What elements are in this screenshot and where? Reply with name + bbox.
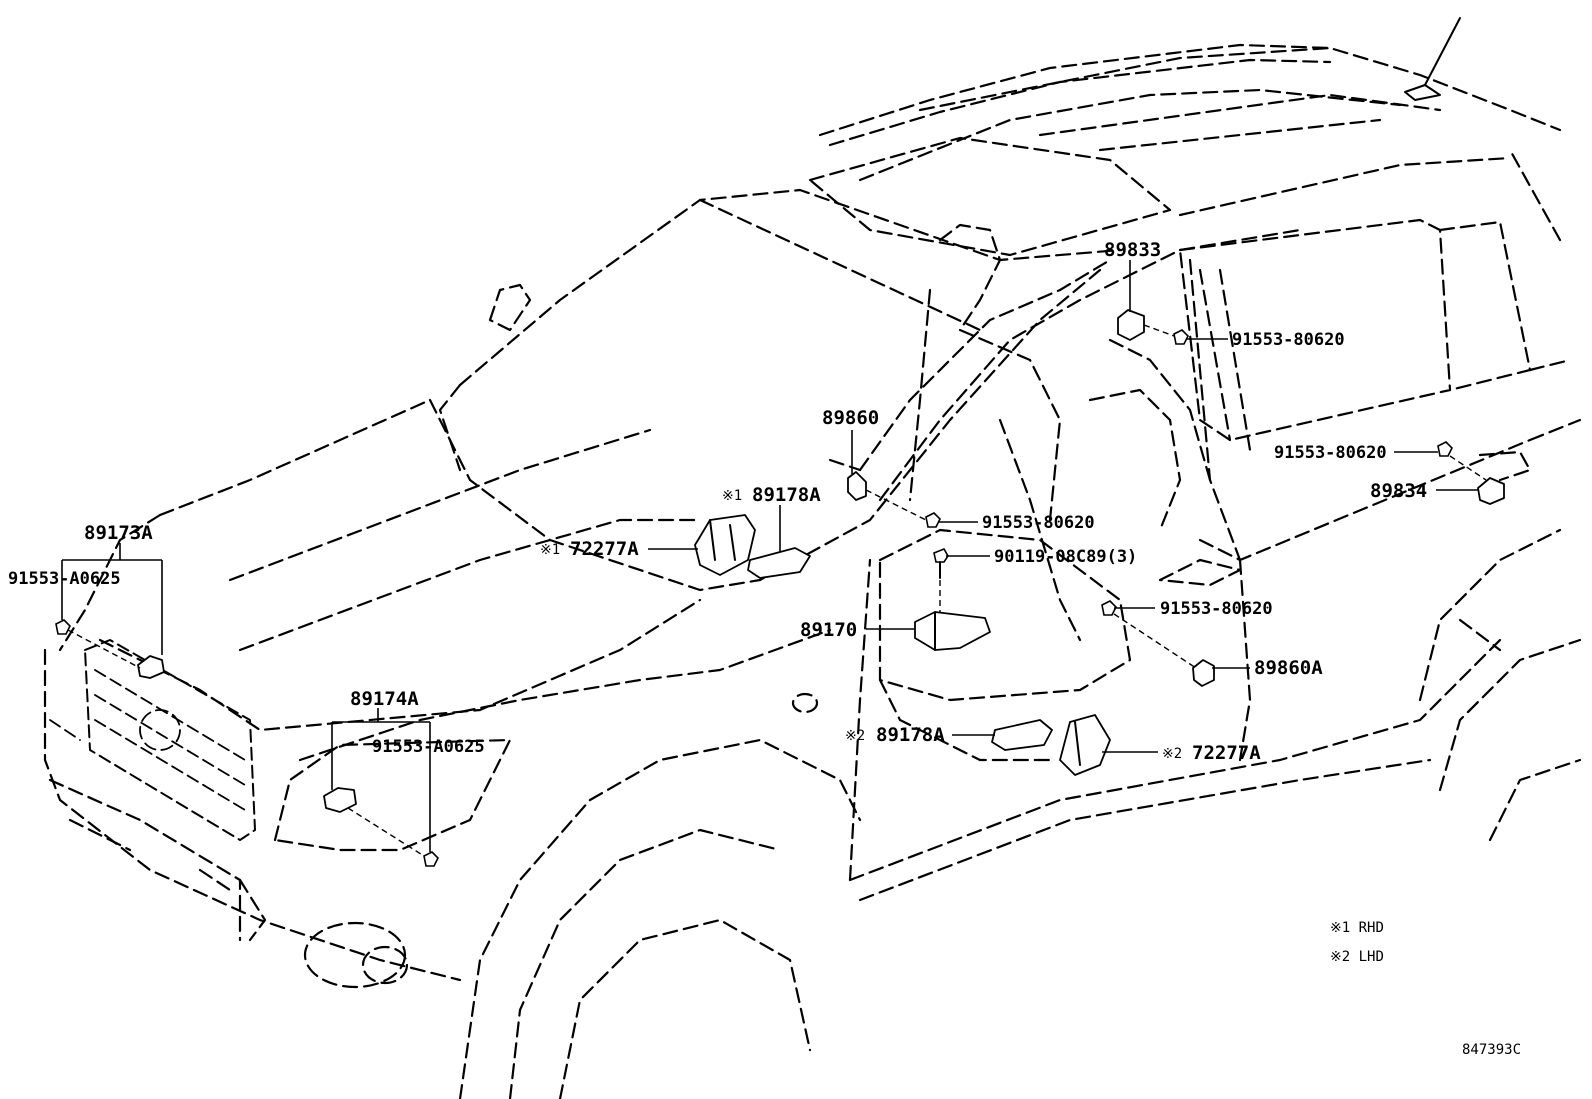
label-91553-80620-b: 91553-80620 (1274, 443, 1387, 463)
sensor-89860 (847, 471, 867, 501)
bolt-90119-08C89 (933, 547, 949, 579)
bolt-91553-80620-d (1101, 600, 1117, 616)
sensor-89178A-lhd (991, 719, 1053, 751)
vehicle-outline (43, 17, 1582, 1099)
legend-rhd: ※1 RHD (1330, 920, 1384, 936)
bolt-91553-80620-c (925, 512, 941, 528)
leader-lines (61, 260, 1487, 857)
bracket-72277A-lhd (1059, 714, 1111, 776)
mark-lhd-72277A: ※2 (1162, 746, 1182, 762)
callout-labels: 89173A 91553-A0625 89174A 91553-A0625 89… (8, 239, 1427, 764)
module-89170 (914, 611, 991, 651)
sensor-89178A-rhd (747, 547, 811, 579)
sensor-89834 (1477, 477, 1505, 505)
bolt-91553-80620-a (1173, 329, 1189, 345)
mark-rhd-72277A: ※1 (540, 542, 560, 558)
label-90119-08C89: 90119-08C89(3) (994, 547, 1137, 567)
mark-lhd-89178A: ※2 (845, 728, 865, 744)
label-89173A: 89173A (84, 522, 153, 544)
label-72277A-rhd: 72277A (570, 538, 639, 560)
label-89834: 89834 (1370, 480, 1427, 502)
label-91553-80620-c: 91553-80620 (982, 513, 1095, 533)
sensor-89833 (1117, 309, 1145, 341)
label-89860A: 89860A (1254, 657, 1323, 679)
legend: ※1 RHD ※2 LHD (1330, 920, 1384, 965)
label-89178A-lhd: 89178A (876, 724, 945, 746)
bolt-91553-A0625-mid (423, 851, 439, 867)
label-72277A-lhd: 72277A (1192, 742, 1261, 764)
bolt-91553-A0625-front (55, 619, 71, 635)
bolt-91553-80620-b (1437, 441, 1453, 457)
label-91553-80620-a: 91553-80620 (1232, 330, 1345, 350)
label-91553-A0625-front: 91553-A0625 (8, 569, 121, 589)
sensor-89173A (137, 655, 165, 679)
label-89860: 89860 (822, 407, 879, 429)
mark-rhd-89178A: ※1 (722, 488, 742, 504)
legend-lhd: ※2 LHD (1330, 949, 1384, 965)
sensor-89174A (323, 787, 357, 813)
label-89174A: 89174A (350, 688, 419, 710)
bracket-72277A-rhd (694, 514, 756, 576)
figure-id: 847393C (1462, 1042, 1521, 1058)
label-91553-A0625-mid: 91553-A0625 (372, 737, 485, 757)
label-89170: 89170 (800, 619, 857, 641)
label-91553-80620-d: 91553-80620 (1160, 599, 1273, 619)
sensor-89860A (1192, 659, 1215, 687)
label-89833: 89833 (1104, 239, 1161, 261)
label-89178A-rhd: 89178A (752, 484, 821, 506)
